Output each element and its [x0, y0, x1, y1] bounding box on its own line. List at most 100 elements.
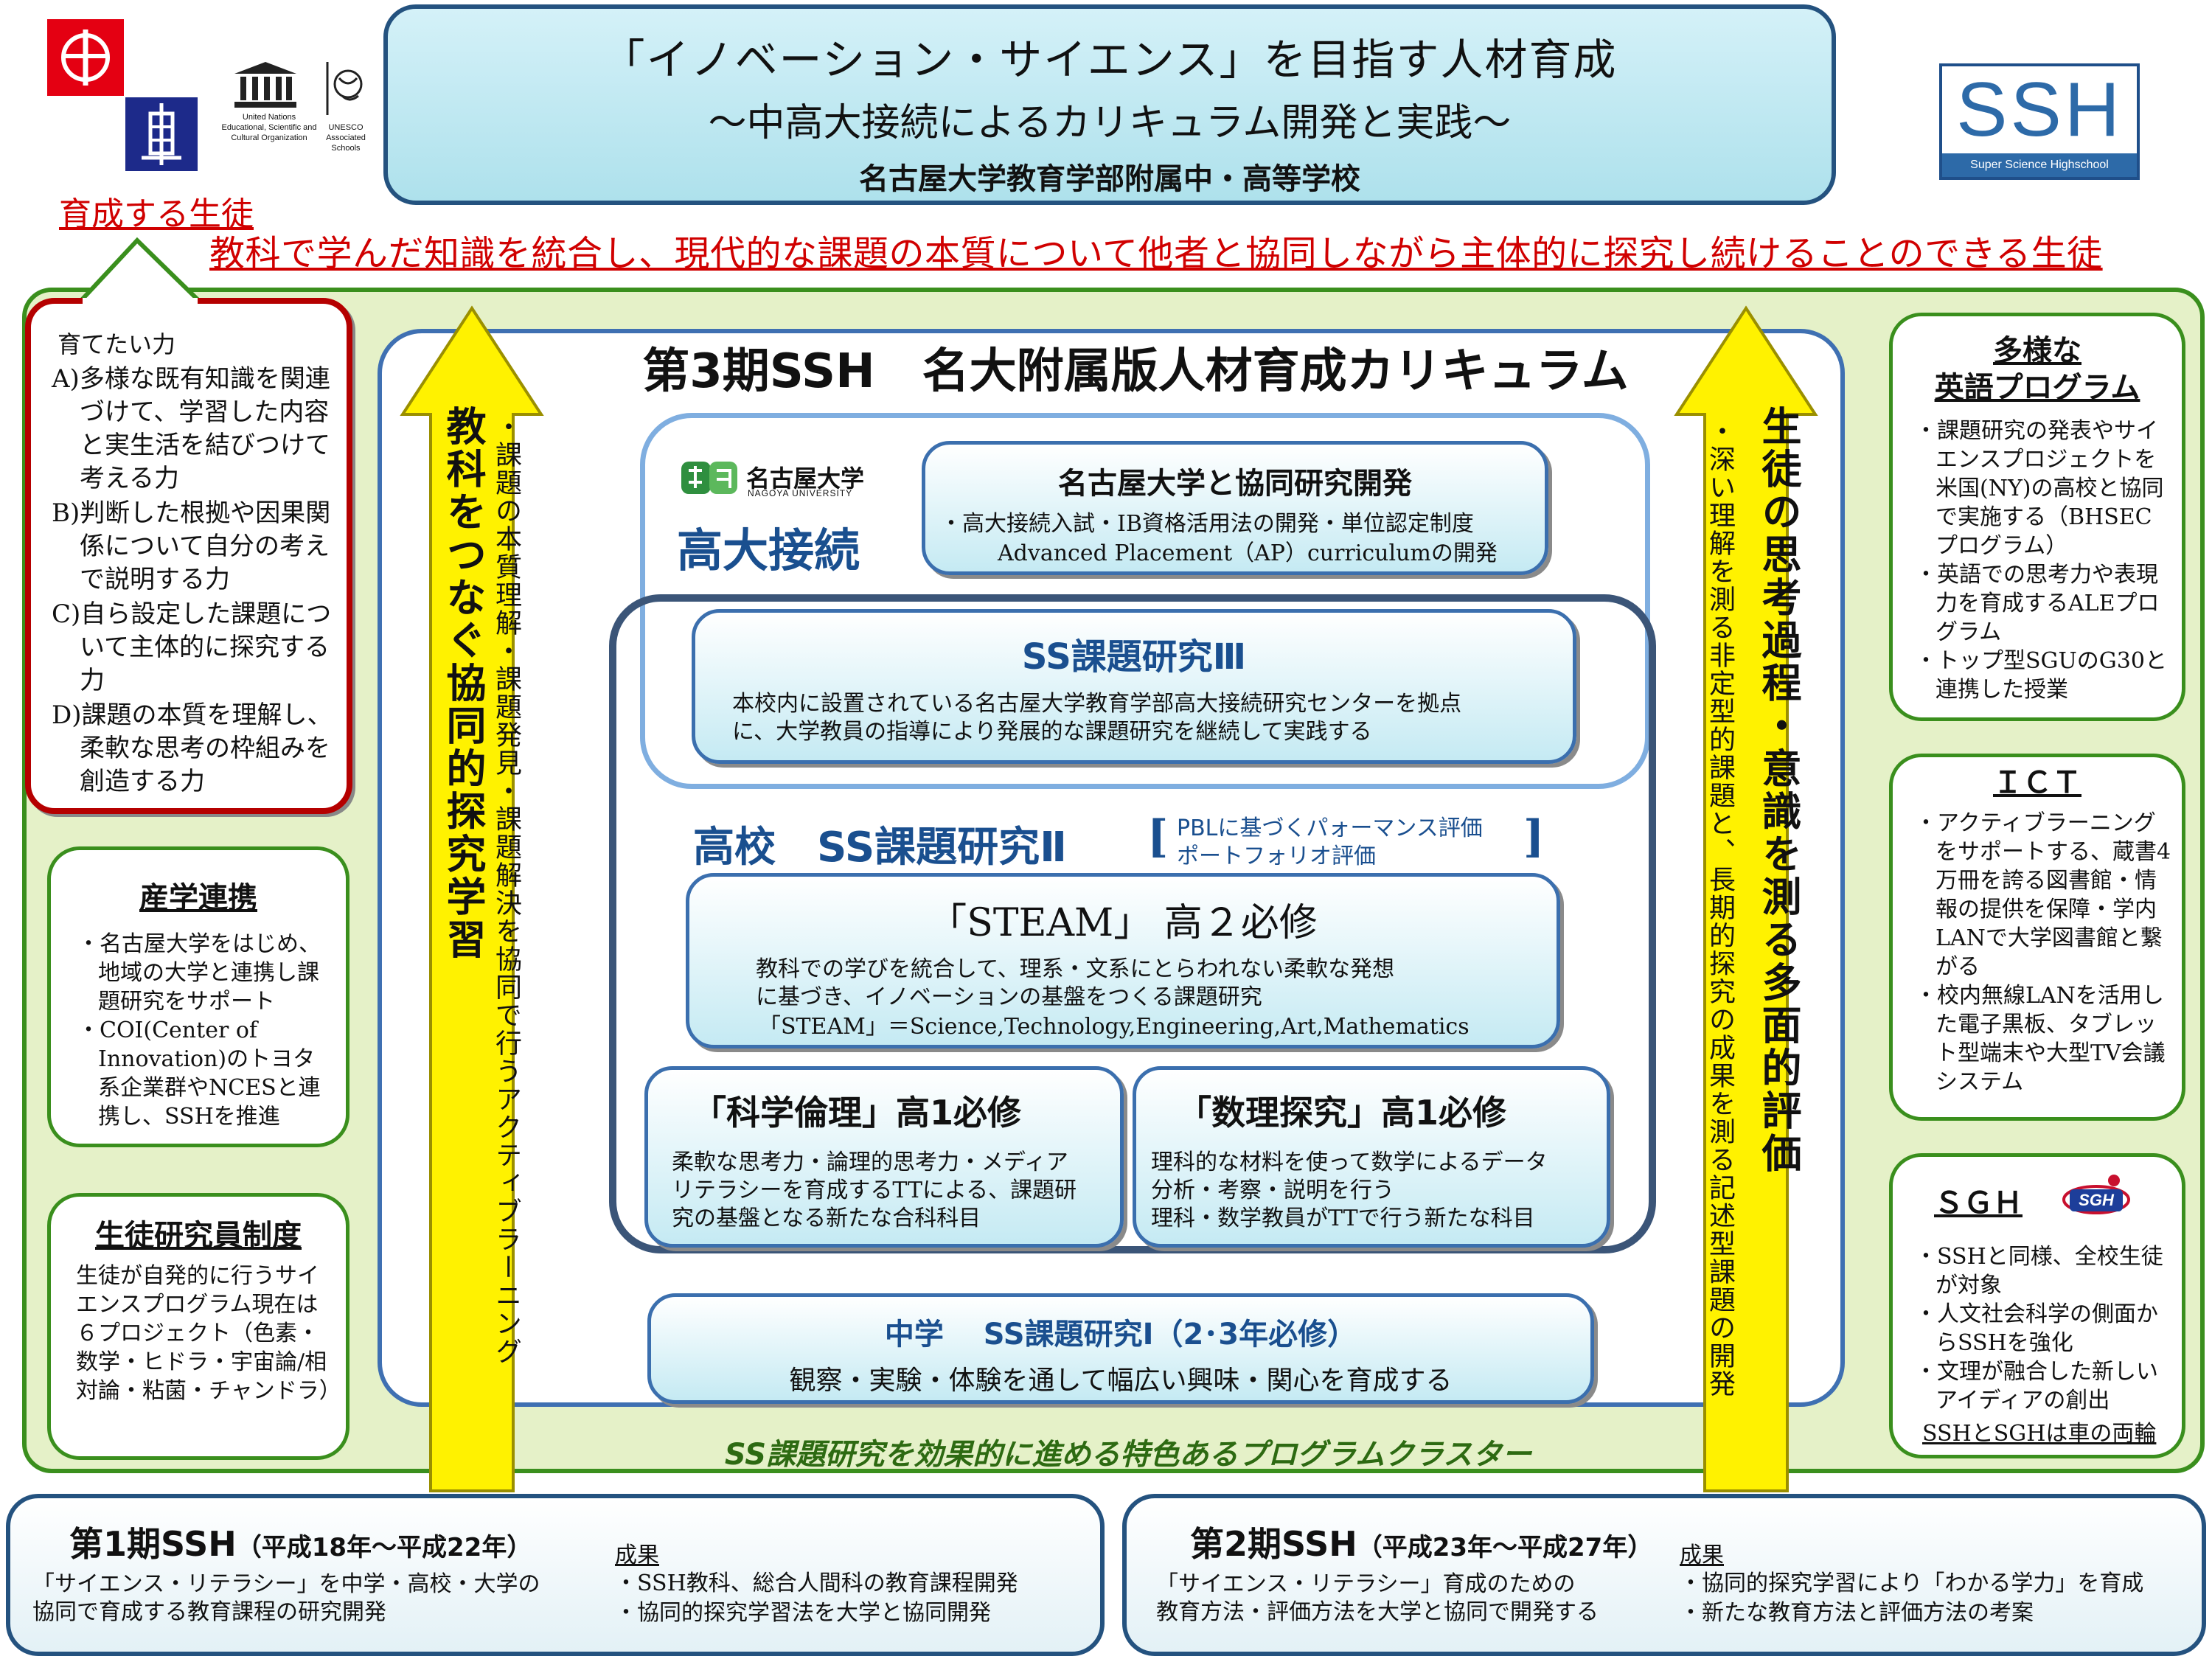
left-arrow-sub-text: ・課題の本質理解・課題発見・課題解決を協同で行うアクティブラーニング — [491, 413, 521, 1366]
steam-line: に基づき、イノベーションの基盤をつくる課題研究 — [756, 984, 1262, 1010]
phase2-text: 「サイエンス・リテラシー」育成のための 教育方法・評価方法を大学と協同で開発する — [1156, 1571, 1599, 1627]
abilities-list: A)多様な既有知識を関連づけて、学習した内容と実生活を結びつけて考える力 B)判… — [52, 363, 347, 800]
high-school-frame — [609, 594, 1656, 1253]
eigo-item: ・トップ型SGUのG30と連携した授業 — [1915, 648, 2167, 703]
bracket-left: [ — [1147, 811, 1169, 863]
suri-line: 理科的な材料を使って数学によるデータ — [1151, 1150, 1548, 1175]
phase2-text-line: 「サイエンス・リテラシー」育成のための — [1156, 1571, 1576, 1597]
bubble-join — [83, 298, 198, 307]
sgh-box: ＳＧＨ SGH ・SSHと同様、全校生徒が対象 ・人文社会科学の側面からSSHを… — [1889, 1153, 2185, 1458]
phase2-result: ・新たな教育方法と評価方法の考案 — [1680, 1600, 2034, 1626]
ssh-logo: SSH Super Science Highschool — [1939, 63, 2140, 180]
cluster-caption: SS課題研究を効果的に進める特色あるプログラムクラスター — [724, 1438, 1532, 1472]
sgh-item: ・SSHと同様、全校生徒が対象 — [1915, 1244, 2163, 1298]
goal-label: 育成する生徒 — [59, 195, 254, 233]
phase2-text-line: 教育方法・評価方法を大学と協同で開発する — [1156, 1599, 1599, 1625]
ssh-logo-text: SSH — [1956, 67, 2123, 153]
kyodo-title: 名古屋大学と協同研究開発 — [1058, 467, 1412, 501]
unesco-text: United Nations Educational, Scientific a… — [221, 113, 317, 142]
phase1-period: （平成18年～平成22年） — [236, 1533, 532, 1562]
sangaku-list: ・名古屋大学をはじめ、地域の大学と連携し課題研究をサポート ・COI(Cente… — [77, 930, 335, 1131]
chugaku-text: 観察・実験・体験を通して幅広い興味・関心を育成する — [789, 1366, 1453, 1396]
sgh-item: ・人文社会科学の側面からSSHを強化 — [1915, 1301, 2158, 1356]
steam-line: 「STEAM」＝Science,Technology,Engineering,A… — [759, 1014, 1470, 1040]
ict-title: ＩＣＴ — [1993, 766, 2081, 800]
sgh-list: ・SSHと同様、全校生徒が対象 ・人文社会科学の側面からSSHを強化 ・文理が融… — [1915, 1242, 2173, 1415]
nagoya-university-english: NAGOYA UNIVERSITY — [748, 488, 853, 498]
ability-a: A)多様な既有知識を関連づけて、学習した内容と実生活を結びつけて考える力 — [52, 364, 330, 493]
speech-bubble-pointer — [72, 237, 209, 307]
steam-card: 「STEAM」 高２必修 教科での学びを統合して、理系・文系にとらわれない柔軟な… — [686, 873, 1560, 1048]
steam-line: 教科での学びを統合して、理系・文系にとらわれない柔軟な発想 — [756, 956, 1395, 982]
phase1-text: 「サイエンス・リテラシー」を中学・高校・大学の 協同で育成する教育課程の研究開発 — [32, 1571, 540, 1627]
phase1-title: 第1期SSH（平成18年～平成22年） — [69, 1517, 532, 1566]
eigo-item: ・課題研究の発表やサイエンスプロジェクトを米国(NY)の高校と協同で実施する（B… — [1915, 418, 2164, 559]
left-up-arrow — [400, 305, 544, 1492]
left-arrow-main-text: 教科をつなぐ協同的探究学習 — [439, 406, 486, 961]
phase1-title-text: 第1期SSH — [69, 1524, 237, 1564]
kagaku-line: 究の基盤となる新たな合科科目 — [672, 1206, 981, 1231]
kagaku-card: 「科学倫理」高1必修 柔軟な思考力・論理的思考力・メディア リテラシーを育成する… — [644, 1066, 1124, 1248]
sgh-title: ＳＧＨ — [1934, 1186, 2023, 1220]
nagoya-university-name: 名古屋大学 — [746, 465, 865, 493]
phase2-title-text: 第2期SSH — [1190, 1524, 1357, 1564]
eigo-box: 多様な 英語プログラム ・課題研究の発表やサイエンスプロジェクトを米国(NY)の… — [1889, 313, 2185, 721]
phase1-result: ・SSH教科、総合人間科の教育課程開発 — [615, 1571, 1018, 1596]
school-name: 名古屋大学教育学部附属中・高等学校 — [859, 162, 1360, 196]
unesco-schools-icon — [321, 59, 366, 118]
ict-item: ・校内無線LANを活用した電子黒板、タブレット型端末や大型TV会議システム — [1915, 983, 2166, 1095]
sgh-item: ・文理が融合した新しいアイディアの創出 — [1915, 1359, 2158, 1413]
seito-text: 生徒が自発的に行うサイエンスプログラム現在は６プロジェクト（色素・数学・ヒドラ・… — [76, 1263, 341, 1404]
ability-b: B)判断した根拠や因果関係について自分の考えで説明する力 — [52, 498, 331, 594]
chugaku-title: 中学 SS課題研究Ⅰ（2･3年必修） — [884, 1318, 1357, 1352]
ss3-card: SS課題研究Ⅲ 本校内に設置されている名古屋大学教育学部高大接続研究センターを拠… — [692, 609, 1576, 764]
right-arrow-sub-text: ・深い理解を測る非定型的課題と、長期的探究の成果を測る記述型課題の開発 — [1705, 417, 1735, 1398]
ict-item: ・アクティブラーニングをサポートする、蔵書4万冊を誇る図書館・情報の提供を保障・… — [1915, 810, 2171, 980]
page-subtitle: ～中高大接続によるカリキュラム開発と実践～ — [708, 101, 1512, 145]
eigo-list: ・課題研究の発表やサイエンスプロジェクトを米国(NY)の高校と協同で実施する（B… — [1915, 417, 2173, 704]
page-title: 「イノベーション・サイエンス」を目指す人材育成 — [602, 35, 1618, 85]
ss2-label: 高校 SS課題研究Ⅱ — [693, 824, 1068, 872]
bracket-right: ] — [1523, 811, 1545, 863]
kyodo-card: 名古屋大学と協同研究開発 ・高大接続入試・IB資格活用法の開発・単位認定制度 A… — [922, 441, 1548, 575]
ssh-logo-subtext: Super Science Highschool — [1942, 153, 2137, 177]
ict-box: ＩＣＴ ・アクティブラーニングをサポートする、蔵書4万冊を誇る図書館・情報の提供… — [1889, 754, 2185, 1121]
goal-text: 教科で学んだ知識を統合し、現代的な課題の本質について他者と協同しながら主体的に探… — [209, 233, 2103, 274]
pbl-line: ポートフォリオ評価 — [1177, 844, 1376, 869]
ss3-line: に、大学教員の指導により発展的な課題研究を継続して実践する — [732, 719, 1372, 745]
phase1-text-line: 「サイエンス・リテラシー」を中学・高校・大学の — [32, 1571, 540, 1597]
phase2-kekka: 成果 — [1680, 1543, 1724, 1568]
kagaku-title: 「科学倫理」高1必修 — [692, 1093, 1022, 1133]
seito-title: 生徒研究員制度 — [95, 1219, 302, 1253]
sangaku-title: 産学連携 — [139, 881, 257, 915]
curriculum-title: 第3期SSH 名大附属版人材育成カリキュラム — [642, 344, 1629, 399]
right-arrow-main-text: 生徒の思考過程・意識を測る多面的評価 — [1755, 406, 1801, 1175]
right-up-arrow — [1674, 305, 1818, 1492]
header-box: 「イノベーション・サイエンス」を目指す人材育成 ～中高大接続によるカリキュラム開… — [383, 4, 1836, 205]
ss3-title: SS課題研究Ⅲ — [1021, 636, 1247, 678]
sangaku-box: 産学連携 ・名古屋大学をはじめ、地域の大学と連携し課題研究をサポート ・COI(… — [47, 846, 349, 1147]
phase2-box: 第2期SSH（平成23年～平成27年） 「サイエンス・リテラシー」育成のための … — [1122, 1494, 2206, 1656]
suri-title: 「数理探究」高1必修 — [1178, 1093, 1507, 1133]
kyodo-line: ・高大接続入試・IB資格活用法の開発・単位認定制度 — [940, 511, 1474, 537]
kagaku-line: リテラシーを育成するTTによる、課題研 — [672, 1178, 1077, 1203]
phase2-period: （平成23年～平成27年） — [1357, 1533, 1653, 1562]
nagoya-university-logo — [680, 457, 739, 498]
ss3-line: 本校内に設置されている名古屋大学教育学部高大接続研究センターを拠点 — [732, 691, 1462, 717]
unesco-schools-text: UNESCO Associated Schools — [326, 123, 366, 153]
suri-line: 分析・考察・説明を行う — [1151, 1178, 1394, 1203]
ability-d: D)課題の本質を理解し、柔軟な思考の枠組みを創造する力 — [52, 700, 333, 796]
school-logo-red — [47, 19, 124, 96]
suri-line: 理科・数学教員がTTで行う新たな科目 — [1151, 1206, 1535, 1231]
sangaku-item: ・名古屋大学をはじめ、地域の大学と連携し課題研究をサポート — [77, 931, 321, 1015]
suri-card: 「数理探究」高1必修 理科的な材料を使って数学によるデータ 分析・考察・説明を行… — [1133, 1066, 1610, 1248]
phase1-kekka: 成果 — [615, 1543, 659, 1568]
abilities-box: 育てたい力 A)多様な既有知識を関連づけて、学習した内容と実生活を結びつけて考え… — [25, 298, 352, 814]
unesco-temple-icon — [233, 60, 298, 109]
phase1-result: ・協同的探究学習法を大学と協同開発 — [615, 1600, 991, 1626]
eigo-title-2: 英語プログラム — [1934, 371, 2140, 405]
phase1-results: ・SSH教科、総合人間科の教育課程開発 ・協同的探究学習法を大学と協同開発 — [615, 1569, 1018, 1628]
sgh-logo-text: SGH — [2079, 1191, 2114, 1209]
phase2-result: ・協同的探究学習により「わかる学力」を育成 — [1680, 1571, 2144, 1596]
eigo-title-1: 多様な — [1993, 334, 2081, 368]
